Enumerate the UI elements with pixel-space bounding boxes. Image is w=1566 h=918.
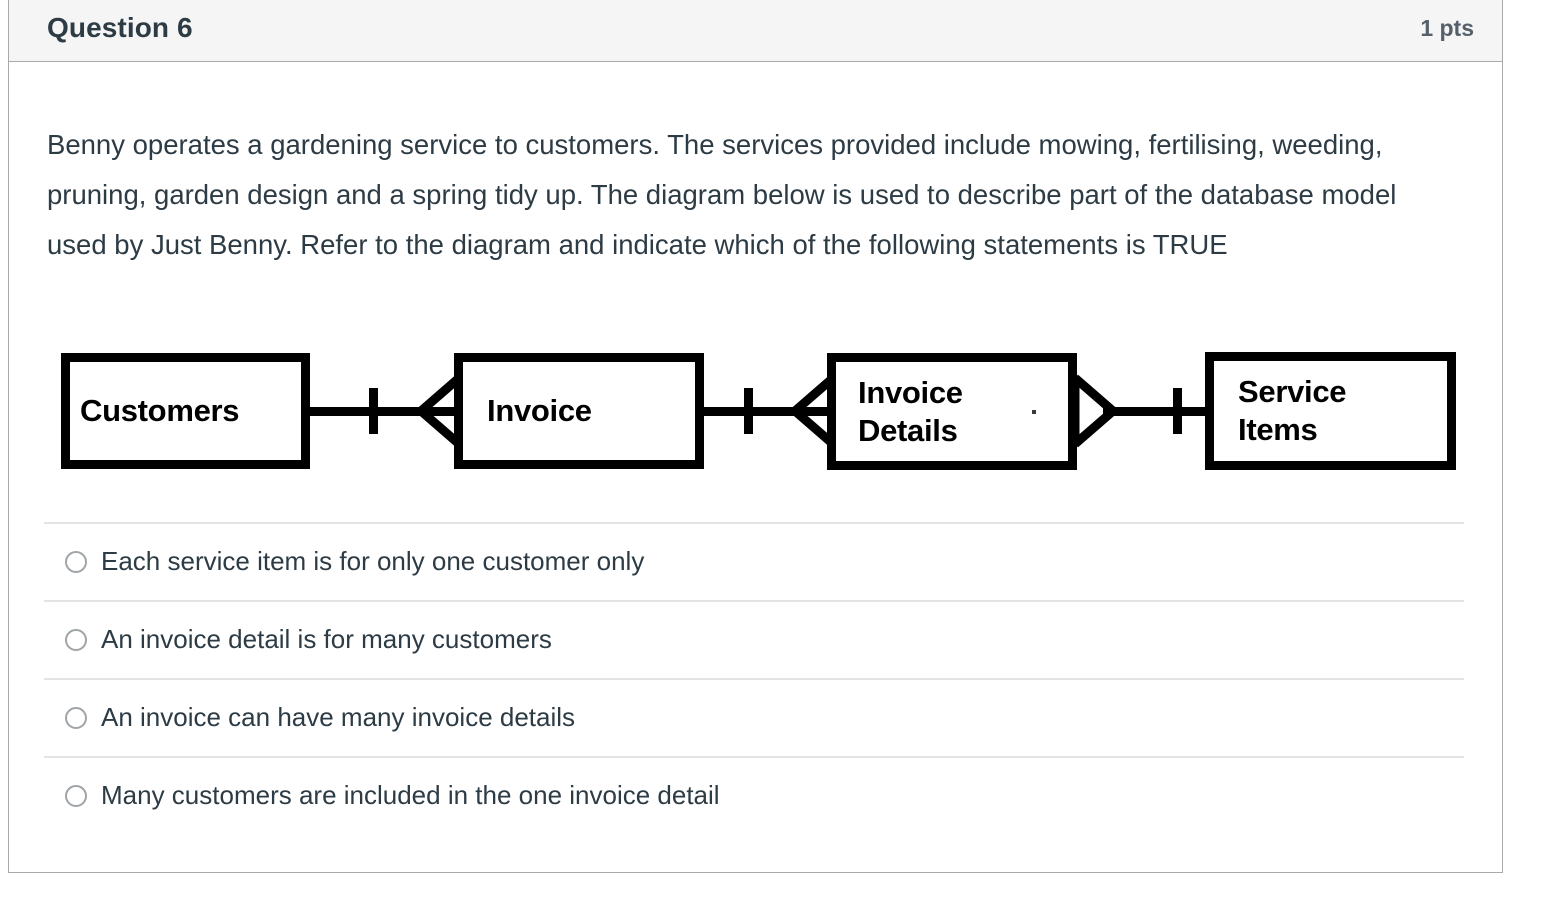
question-prompt-text: Benny operates a gardening service to cu… bbox=[47, 129, 1397, 260]
question-card: Question 6 1 pts Benny operates a garden… bbox=[8, 0, 1503, 873]
entity-box-customers: Customers bbox=[61, 353, 310, 469]
radio-button-icon[interactable] bbox=[65, 707, 87, 729]
entity-label-customers: Customers bbox=[80, 393, 240, 428]
answer-option-1[interactable]: Each service item is for only one custom… bbox=[44, 522, 1464, 600]
connector-line bbox=[310, 407, 460, 416]
answer-option-2[interactable]: An invoice detail is for many customers bbox=[44, 600, 1464, 678]
connector-line bbox=[1103, 407, 1208, 416]
answer-option-label: Many customers are included in the one i… bbox=[101, 780, 720, 810]
answer-options-list: Each service item is for only one custom… bbox=[44, 522, 1464, 834]
crows-foot-many bbox=[1073, 374, 1116, 448]
connector-line bbox=[704, 407, 834, 416]
radio-button-icon[interactable] bbox=[65, 629, 87, 651]
entity-box-invoice-details: Invoice Details bbox=[827, 353, 1077, 470]
entity-box-invoice: Invoice bbox=[454, 353, 704, 469]
entity-label-invoice: Invoice bbox=[487, 393, 592, 428]
answer-option-4[interactable]: Many customers are included in the one i… bbox=[44, 756, 1464, 834]
ink-dot-artifact bbox=[1032, 410, 1036, 414]
answer-option-label: An invoice detail is for many customers bbox=[101, 624, 552, 654]
question-body: Benny operates a gardening service to cu… bbox=[9, 62, 1502, 872]
answer-option-label: Each service item is for only one custom… bbox=[101, 546, 645, 576]
radio-button-icon[interactable] bbox=[65, 551, 87, 573]
entity-label-invoice-details: Invoice Details bbox=[858, 374, 963, 448]
answer-option-3[interactable]: An invoice can have many invoice details bbox=[44, 678, 1464, 756]
cardinality-one-tick bbox=[1173, 388, 1182, 434]
er-diagram: Customers Invoice bbox=[47, 340, 1457, 480]
page-title: Question 6 bbox=[47, 12, 193, 43]
question-header: Question 6 1 pts bbox=[9, 0, 1502, 62]
question-points-badge: 1 pts bbox=[1420, 15, 1474, 41]
cardinality-one-tick bbox=[744, 388, 753, 434]
entity-label-service-items: Service Items bbox=[1238, 374, 1347, 447]
cardinality-one-tick bbox=[369, 388, 378, 434]
answer-option-label: An invoice can have many invoice details bbox=[101, 702, 576, 732]
radio-button-icon[interactable] bbox=[65, 785, 87, 807]
entity-box-service-items: Service Items bbox=[1205, 352, 1456, 470]
